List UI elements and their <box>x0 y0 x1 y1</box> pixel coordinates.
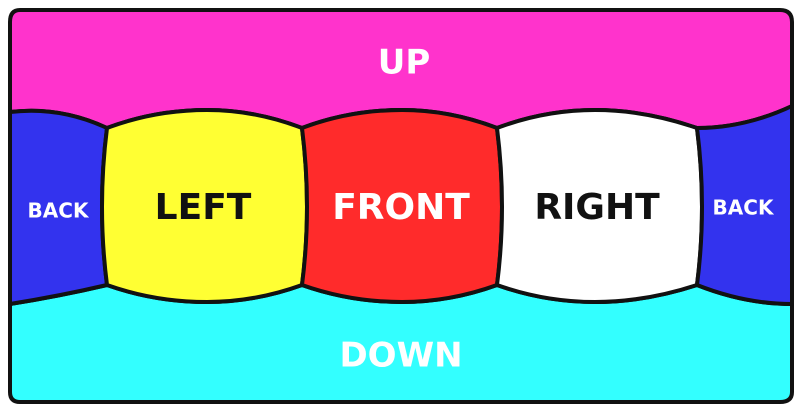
label-back-right: BACK <box>713 196 775 220</box>
label-left: LEFT <box>155 187 252 228</box>
label-front: FRONT <box>332 187 470 228</box>
label-up: UP <box>378 43 431 83</box>
face-back-right <box>695 104 794 306</box>
label-down: DOWN <box>339 336 462 376</box>
label-back-left: BACK <box>28 199 90 223</box>
label-right: RIGHT <box>534 187 660 228</box>
